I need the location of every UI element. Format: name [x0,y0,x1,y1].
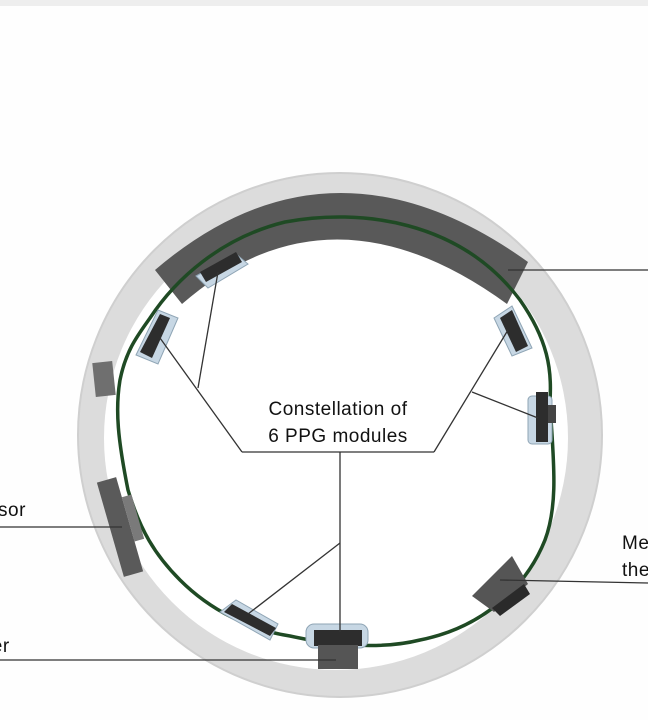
emitter-component [318,645,358,669]
ring-body [77,172,603,698]
leader-to-top-left-module [197,271,219,389]
leader-to-right-upper-module [433,329,509,453]
ppg-module-top-left [195,252,249,289]
left-small-component [92,361,116,397]
meter-label-line-1: Me [622,533,648,554]
ppg-module-right [527,392,556,445]
ppg-module-bottom [305,623,369,649]
leader-to-left-module [159,337,243,453]
leader-to-meter [499,579,648,584]
constellation-label: Constellation of 6 PPG modules [240,396,436,450]
leader-to-bottom-left-module [247,542,341,615]
emitter-label-text: ter [0,636,10,657]
ppg-module-right-upper [493,305,533,357]
ring-inner-bore [104,206,568,670]
ppg-module-bottom-left [219,599,279,641]
meter-component [472,556,530,616]
meter-label-line-2: the [622,560,648,581]
constellation-line-2: 6 PPG modules [268,426,408,447]
emitter-label: ter [0,633,10,660]
meter-label: Me the [622,530,648,584]
battery-arc [155,192,528,304]
leader-lines [0,269,648,661]
top-strip [0,0,648,6]
flex-circuit [115,215,556,648]
ppg-module-left [135,309,179,365]
leader-to-right-module [471,391,539,419]
constellation-line-1: Constellation of [268,399,408,420]
